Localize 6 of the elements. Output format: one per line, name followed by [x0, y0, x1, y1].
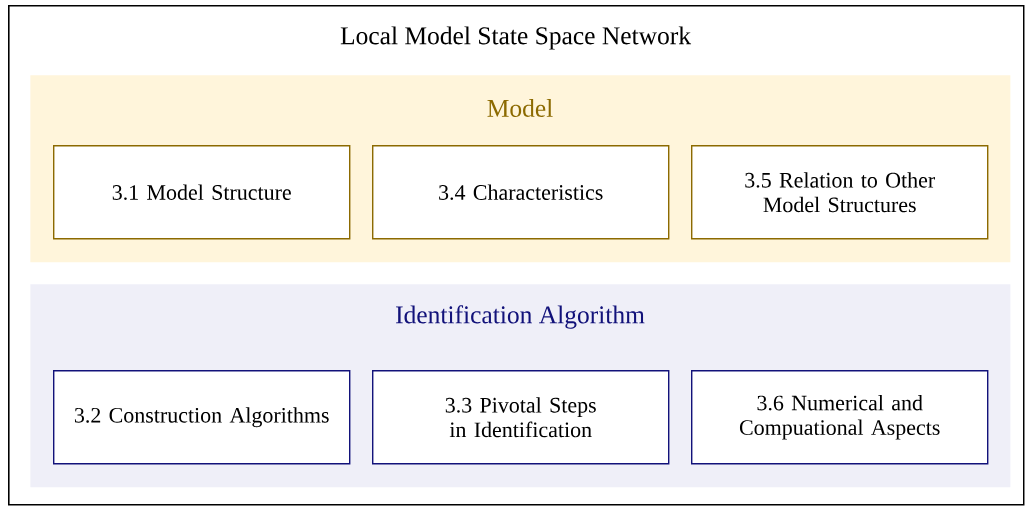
section-box: 3.4 Characteristics — [372, 145, 670, 240]
section-box: 3.6 Numerical and Compuational Aspects — [691, 370, 989, 465]
section-box: 3.1 Model Structure — [53, 145, 351, 240]
section-box: 3.5 Relation to Other Model Structures — [691, 145, 989, 240]
section-box: 3.2 Construction Algorithms — [53, 370, 351, 465]
section-box: 3.3 Pivotal Steps in Identification — [372, 370, 670, 465]
